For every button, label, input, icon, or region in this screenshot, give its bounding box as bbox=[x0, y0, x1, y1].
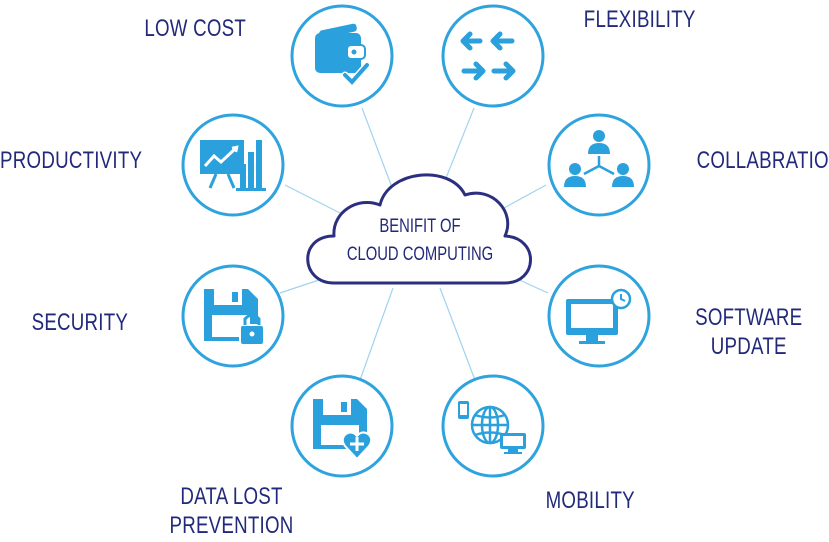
node-collabration bbox=[546, 112, 652, 218]
connector-low-cost bbox=[361, 107, 394, 191]
label-productivity: PRODUCTIVITY bbox=[0, 147, 143, 174]
connector-software-update bbox=[514, 277, 549, 294]
label-software-update: SOFTWARE UPDATE bbox=[695, 304, 803, 360]
floppy-lock-icon bbox=[181, 264, 285, 368]
monitor-clock-icon bbox=[547, 264, 651, 368]
node-data-lost-prevention bbox=[289, 373, 395, 479]
wallet-check-icon bbox=[290, 4, 394, 108]
cloud-shape bbox=[306, 173, 532, 285]
globe-devices-icon bbox=[441, 374, 545, 478]
center-title-line1: BENIFIT OF bbox=[379, 215, 460, 236]
arrows-exchange-icon bbox=[441, 4, 545, 108]
label-flexibility: FLEXIBILITY bbox=[583, 6, 696, 33]
connector-security bbox=[279, 277, 326, 294]
node-software-update bbox=[546, 263, 652, 369]
node-low-cost bbox=[289, 3, 395, 109]
connector-mobility bbox=[439, 287, 476, 381]
connector-flexibility bbox=[445, 107, 475, 179]
floppy-heart-icon bbox=[290, 374, 394, 478]
node-productivity bbox=[180, 112, 286, 218]
node-mobility bbox=[440, 373, 546, 479]
center-cloud: BENIFIT OF CLOUD COMPUTING bbox=[306, 173, 532, 285]
presentation-chart-icon bbox=[181, 113, 285, 217]
center-title-line2: CLOUD COMPUTING bbox=[347, 243, 493, 264]
connector-productivity bbox=[284, 184, 341, 214]
label-security: SECURITY bbox=[31, 309, 129, 336]
label-mobility: MOBILITY bbox=[545, 487, 635, 514]
node-flexibility bbox=[440, 3, 546, 109]
label-low-cost: LOW COST bbox=[144, 15, 247, 42]
label-collabration: COLLABRATION bbox=[696, 147, 829, 174]
team-network-icon bbox=[547, 113, 651, 217]
connector-data-lost bbox=[359, 287, 394, 381]
label-data-lost-prevention: DATA LOST PREVENTION bbox=[169, 483, 294, 539]
node-security bbox=[180, 263, 286, 369]
